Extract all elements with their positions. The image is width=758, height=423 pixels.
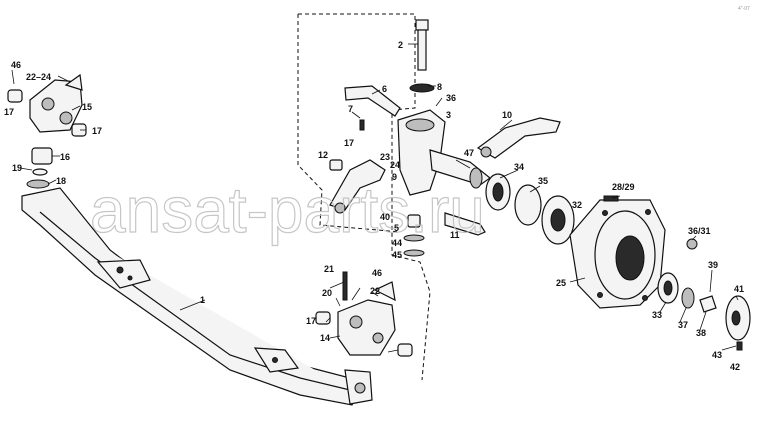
callout-22: 22 bbox=[370, 286, 380, 296]
left-bushing-a bbox=[7, 89, 23, 103]
callout-17: 17 bbox=[344, 138, 354, 148]
callout-47: 47 bbox=[464, 148, 474, 158]
lower-knuckle bbox=[337, 281, 396, 356]
lower-bushing-b bbox=[397, 343, 413, 357]
king-pin bbox=[409, 19, 435, 93]
shim-45 bbox=[403, 249, 425, 257]
spindle-bolt bbox=[444, 212, 486, 236]
callout-46: 46 bbox=[372, 268, 382, 278]
left-washer bbox=[32, 168, 48, 176]
callout-labels: 46 22–24 15 17 17 16 19 18 1 2 8 36 6 3 … bbox=[4, 40, 744, 372]
bearing-34-bore bbox=[492, 182, 504, 202]
screw-42 bbox=[736, 341, 743, 351]
callout-22-24: 22–24 bbox=[26, 72, 51, 82]
callout-21: 21 bbox=[324, 264, 334, 274]
callout-16: 16 bbox=[60, 152, 70, 162]
callout-7: 7 bbox=[348, 104, 353, 114]
callout-19: 19 bbox=[12, 163, 22, 173]
callout-14: 14 bbox=[320, 333, 330, 343]
assembly-group-outline bbox=[297, 13, 431, 381]
corner-code: 4"-07 bbox=[738, 6, 750, 12]
callout-3: 3 bbox=[446, 110, 451, 120]
washer-37 bbox=[681, 287, 695, 309]
callout-2: 2 bbox=[398, 40, 403, 50]
callout-23: 23 bbox=[380, 152, 390, 162]
callout-46: 46 bbox=[11, 60, 21, 70]
callout-33: 33 bbox=[652, 310, 662, 320]
arm-eye bbox=[480, 146, 492, 158]
callout-39: 39 bbox=[708, 260, 718, 270]
callout-1: 1 bbox=[200, 295, 205, 305]
callout-40: 40 bbox=[380, 212, 390, 222]
bush-12 bbox=[329, 159, 343, 171]
callout-36-31: 36/31 bbox=[688, 226, 711, 236]
callout-43: 43 bbox=[712, 350, 722, 360]
bush-5 bbox=[407, 214, 421, 228]
callout-25: 25 bbox=[556, 278, 566, 288]
callout-15: 15 bbox=[82, 102, 92, 112]
callout-41: 41 bbox=[734, 284, 744, 294]
callout-18: 18 bbox=[56, 176, 66, 186]
steering-arm-upper bbox=[344, 85, 401, 117]
nut-38 bbox=[699, 295, 717, 313]
left-knuckle bbox=[29, 73, 83, 133]
seal-47 bbox=[469, 167, 483, 189]
bearing-33-bore bbox=[663, 280, 673, 296]
callout-17: 17 bbox=[4, 107, 14, 117]
callout-10: 10 bbox=[502, 110, 512, 120]
nut-36-31 bbox=[686, 238, 698, 250]
steering-arm-right bbox=[476, 117, 561, 159]
seal-35 bbox=[514, 184, 542, 226]
callout-11: 11 bbox=[450, 230, 460, 240]
pin-7 bbox=[359, 119, 365, 131]
callout-37: 37 bbox=[678, 320, 688, 330]
callout-36: 36 bbox=[446, 93, 456, 103]
cotter-39 bbox=[709, 269, 713, 293]
callout-20: 20 bbox=[322, 288, 332, 298]
callout-45: 45 bbox=[392, 250, 402, 260]
hub-cap-center bbox=[731, 310, 741, 326]
left-thrust-bearing bbox=[26, 179, 50, 189]
callout-17: 17 bbox=[92, 126, 102, 136]
left-pin-bushing bbox=[31, 147, 53, 165]
callout-38: 38 bbox=[696, 328, 706, 338]
callout-34: 34 bbox=[514, 162, 524, 172]
callout-5: 5 bbox=[394, 223, 399, 233]
wheel-hub bbox=[569, 199, 666, 309]
callout-9: 9 bbox=[392, 172, 397, 182]
callout-12: 12 bbox=[318, 150, 328, 160]
callout-17: 17 bbox=[306, 316, 316, 326]
pin-21 bbox=[342, 271, 348, 301]
bearing-32-bore bbox=[550, 208, 566, 232]
shim-44 bbox=[403, 234, 425, 242]
callout-8: 8 bbox=[437, 82, 442, 92]
stud-28-29 bbox=[603, 195, 619, 202]
lower-bushing-a bbox=[315, 311, 331, 325]
callout-24: 24 bbox=[390, 160, 400, 170]
callout-35: 35 bbox=[538, 176, 548, 186]
callout-28-29: 28/29 bbox=[612, 182, 635, 192]
leader-lines bbox=[11, 43, 739, 353]
axle-beam bbox=[21, 187, 373, 406]
tie-rod-arm bbox=[329, 159, 386, 211]
callout-6: 6 bbox=[382, 84, 387, 94]
watermark: ansat-parts.ru bbox=[90, 174, 485, 246]
callout-44: 44 bbox=[392, 238, 402, 248]
callout-42: 42 bbox=[730, 362, 740, 372]
callout-32: 32 bbox=[572, 200, 582, 210]
tie-rod-eye bbox=[334, 202, 346, 214]
